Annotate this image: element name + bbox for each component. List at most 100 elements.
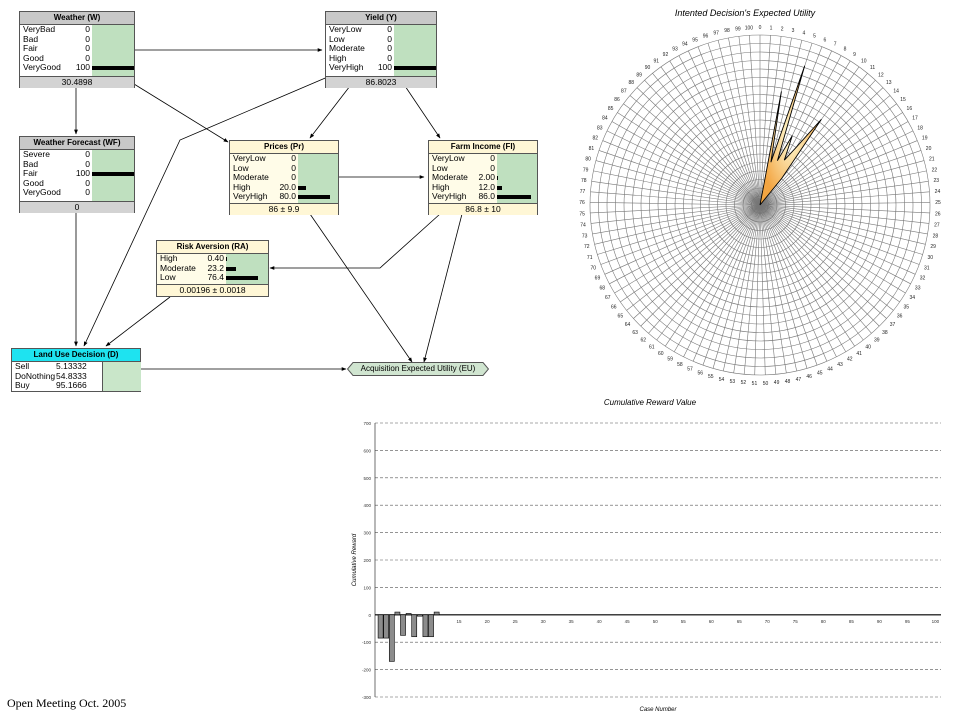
state-label: Low (432, 162, 448, 173)
node-acquisition-expected-utility[interactable]: Acquisition Expected Utility (EU) (347, 362, 489, 376)
state-value: 0 (291, 172, 296, 183)
radar-spoke (590, 202, 761, 206)
probability-bar (394, 66, 436, 71)
state-row: Moderate 2.00 (429, 173, 537, 183)
radar-spoke (591, 180, 761, 206)
state-value: 0 (85, 33, 90, 44)
state-label: Low (329, 33, 345, 44)
network-edges (74, 48, 463, 371)
radar-spoke (759, 204, 923, 255)
bar-chart-xtick-label: 50 (653, 619, 659, 624)
state-label: VeryLow (233, 153, 266, 163)
radar-category-label: 77 (580, 189, 586, 195)
radar-category-label: 65 (618, 313, 624, 319)
bar-chart-xtick-label: 75 (793, 619, 799, 624)
state-label: High (160, 253, 178, 263)
radar-category-label: 55 (708, 374, 714, 380)
radar-spoke (717, 40, 761, 206)
state-label: VeryHigh (233, 191, 268, 202)
probability-bar (298, 195, 330, 200)
radar-spoke (629, 95, 761, 206)
radar-category-label: 60 (658, 351, 664, 357)
bar-chart-xlabel: Case Number (639, 707, 677, 713)
radar-category-label: 37 (890, 322, 896, 328)
state-row: VeryLow 0 (230, 153, 338, 164)
radar-spoke (759, 204, 872, 334)
radar-spoke (759, 204, 837, 357)
radar-spoke (759, 95, 891, 206)
radar-category-label: 51 (752, 381, 758, 387)
state-label: Fair (23, 43, 38, 54)
radar-spoke (759, 204, 808, 369)
bar-chart-ytick-label: 400 (363, 503, 371, 508)
decision-value: 54.8333 (56, 370, 87, 381)
radar-category-label: 35 (903, 304, 909, 310)
radar-category-label: 74 (580, 222, 586, 228)
utility-hexagon-shape (347, 362, 489, 376)
radar-category-label: 53 (730, 379, 736, 385)
probability-bar (226, 257, 227, 261)
state-label: Moderate (160, 262, 196, 273)
bar-chart-xtick-label: 85 (849, 619, 855, 624)
radar-spoke (626, 204, 761, 311)
radar-category-label: 16 (907, 106, 913, 112)
state-value: 0 (387, 52, 392, 63)
state-value: 0 (85, 24, 90, 34)
probability-bar (497, 195, 532, 200)
radar-spoke (688, 50, 761, 206)
bar-chart-bar (388, 614, 395, 662)
radar-category-label: 98 (724, 28, 730, 34)
radar-spoke (759, 191, 930, 206)
radar-category-label: 12 (878, 72, 884, 78)
radar-spoke (749, 35, 761, 206)
radar-spoke (759, 204, 900, 303)
state-value: 0 (85, 158, 90, 169)
radar-category-label: 72 (584, 244, 590, 250)
probability-bar (497, 176, 498, 181)
radar-category-label: 9 (853, 52, 856, 58)
radar-category-label: 41 (856, 351, 862, 357)
radar-category-label: 32 (920, 276, 926, 282)
edge-weather-prices (133, 83, 229, 143)
radar-category-label: 80 (585, 156, 591, 162)
radar-category-label: 26 (935, 211, 941, 217)
radar-spoke (606, 130, 761, 206)
radar-category-label: 19 (922, 136, 928, 142)
radar-category-label: 7 (834, 42, 837, 48)
state-value: 100 (75, 168, 90, 179)
radar-spoke (759, 204, 777, 375)
radar-category-label: 36 (897, 313, 903, 319)
state-label: Moderate (432, 172, 468, 183)
bar-chart-bar (417, 614, 423, 617)
radar-category-label: 67 (605, 295, 611, 301)
radar-category-label: 81 (589, 146, 595, 152)
radar-spoke (759, 204, 906, 294)
bar-chart-ytick-label: 300 (363, 531, 371, 536)
node-weather-title: Weather (W) (20, 12, 134, 25)
state-value: 0 (291, 153, 296, 163)
radar-spoke (759, 204, 911, 285)
bar-chart-xtick-label: 80 (821, 619, 827, 624)
radar-spoke (738, 36, 761, 206)
state-value: 2.00 (478, 172, 495, 183)
radar-spoke (604, 204, 761, 275)
radar-spoke (759, 204, 828, 362)
radar-category-label: 96 (703, 34, 709, 40)
radar-spoke (640, 204, 761, 327)
radar-spoke (609, 204, 761, 285)
